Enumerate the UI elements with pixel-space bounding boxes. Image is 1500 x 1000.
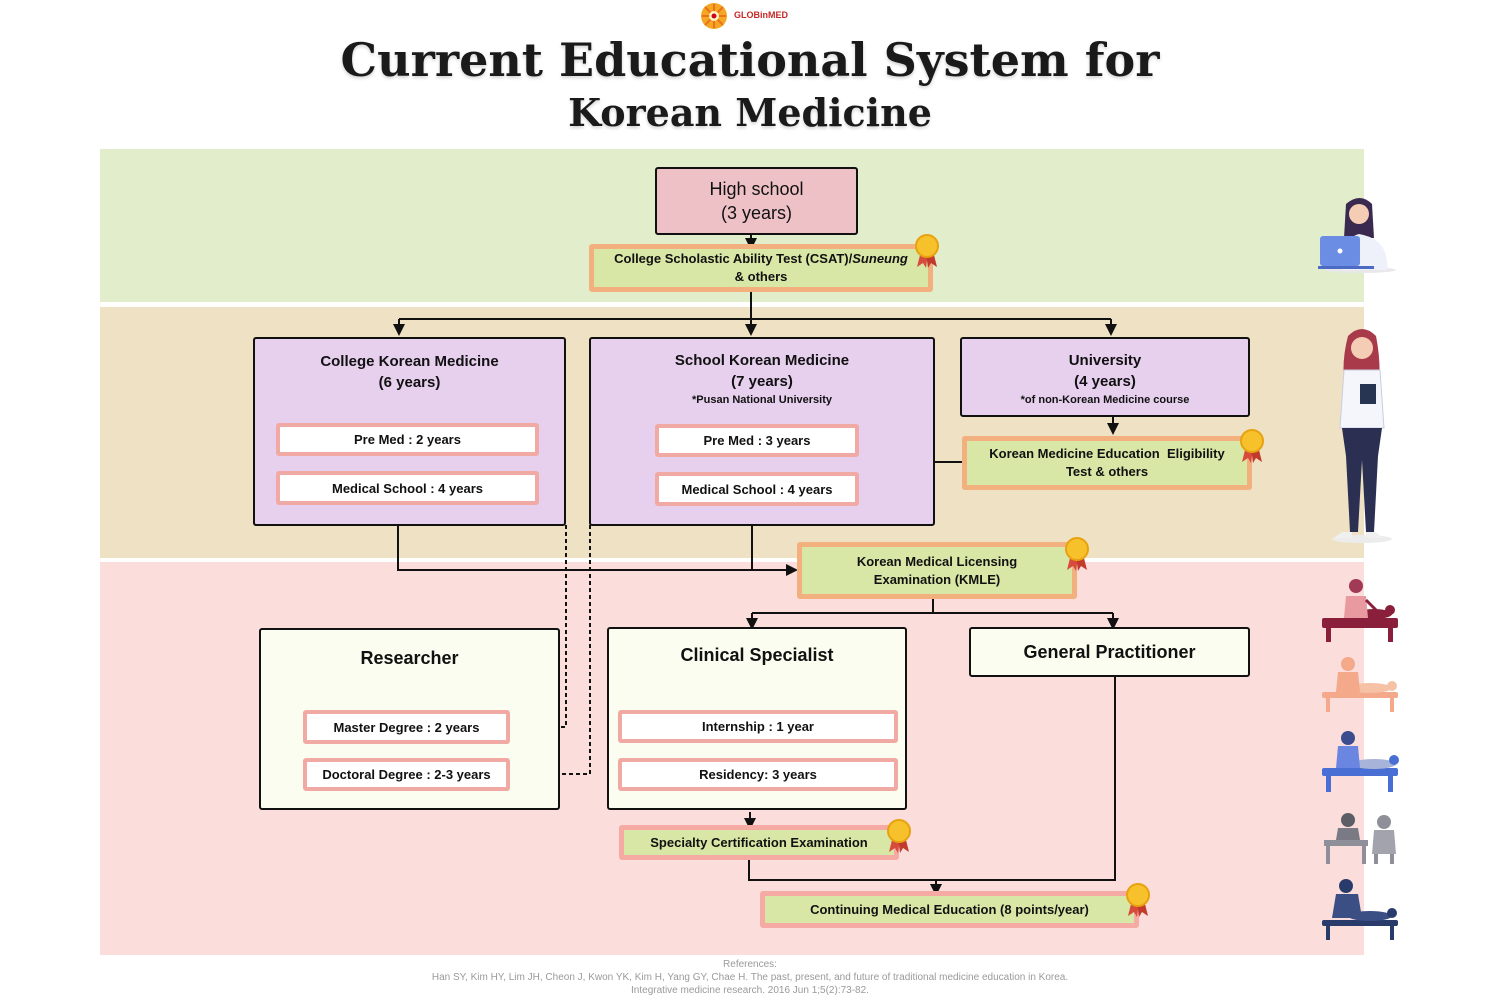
clinical-internship: Internship : 1 year — [618, 710, 898, 743]
csat-exam: College Scholastic Ability Test (CSAT)/S… — [589, 244, 933, 292]
eligibility-line2: Test & others — [1065, 464, 1149, 479]
clinical-residency: Residency: 3 years — [618, 758, 898, 791]
award-ribbon-icon — [915, 234, 939, 268]
school-name: School Korean Medicine — [674, 352, 850, 369]
college-medschool: Medical School : 4 years — [276, 471, 539, 505]
csat-label: College Scholastic Ability Test (CSAT)/ — [614, 251, 853, 266]
school-premed: Pre Med : 3 years — [655, 424, 859, 457]
kmle-exam: Korean Medical Licensing Examination (KM… — [797, 542, 1077, 599]
university-duration: (4 years) — [1074, 373, 1136, 390]
researcher-doctoral: Doctoral Degree : 2-3 years — [303, 758, 510, 791]
university-note: *of non-Korean Medicine course — [1020, 394, 1190, 406]
award-ribbon-icon — [1240, 429, 1264, 463]
researcher-name: Researcher — [360, 648, 459, 668]
award-ribbon-icon — [1065, 537, 1089, 571]
csat-italic: Suneung — [852, 251, 908, 266]
award-ribbon-icon — [1126, 883, 1150, 917]
page-subtitle: Korean Medicine — [568, 90, 932, 135]
university-box: University (4 years) *of non-Korean Medi… — [960, 337, 1250, 417]
sun-logo-icon — [701, 3, 727, 29]
high-school-box: High school (3 years) — [655, 167, 858, 235]
award-ribbon-icon — [887, 819, 911, 853]
page-title: Current Educational System for — [340, 33, 1160, 87]
student-laptop-icon — [1318, 198, 1396, 273]
school-medschool: Medical School : 4 years — [655, 472, 859, 506]
college-premed: Pre Med : 2 years — [276, 423, 539, 456]
university-name: University — [1068, 352, 1142, 369]
continuing-medical-education: Continuing Medical Education (8 points/y… — [760, 891, 1139, 928]
eligibility-exam: Korean Medicine Education Eligibility Te… — [962, 436, 1252, 490]
college-duration: (6 years) — [378, 374, 441, 391]
doctor-woman-icon — [1332, 329, 1392, 543]
logo: GLOBinMED — [700, 2, 810, 30]
cupping-icon — [1322, 731, 1399, 792]
references-line1: Han SY, Kim HY, Lim JH, Cheon J, Kwon YK… — [431, 972, 1069, 983]
high-school-duration: (3 years) — [720, 203, 792, 223]
acupuncture-icon — [1322, 579, 1398, 642]
college-name: College Korean Medicine — [320, 353, 499, 370]
kmle-line2: Examination (KMLE) — [873, 571, 1001, 587]
school-note: *Pusan National University — [692, 394, 832, 406]
specialty-certification-exam: Specialty Certification Examination — [619, 825, 899, 860]
references-line2: Integrative medicine research. 2016 Jun … — [631, 985, 869, 996]
kmle-line1: Korean Medical Licensing — [856, 553, 1018, 569]
eligibility-line1: Korean Medicine Education Eligibility — [989, 446, 1225, 461]
chiropractic-icon — [1322, 879, 1398, 940]
consultation-icon — [1324, 813, 1396, 864]
logo-text: GLOBinMED — [734, 10, 788, 20]
massage-icon — [1322, 657, 1398, 712]
general-practitioner-box: General Practitioner — [969, 627, 1250, 677]
csat-line2: & others — [734, 269, 788, 284]
school-duration: (7 years) — [731, 373, 793, 390]
gp-name: General Practitioner — [1023, 641, 1196, 662]
references-heading: References: — [723, 959, 777, 970]
researcher-master: Master Degree : 2 years — [303, 710, 510, 744]
clinical-name: Clinical Specialist — [680, 645, 834, 665]
high-school-name: High school — [709, 179, 804, 199]
